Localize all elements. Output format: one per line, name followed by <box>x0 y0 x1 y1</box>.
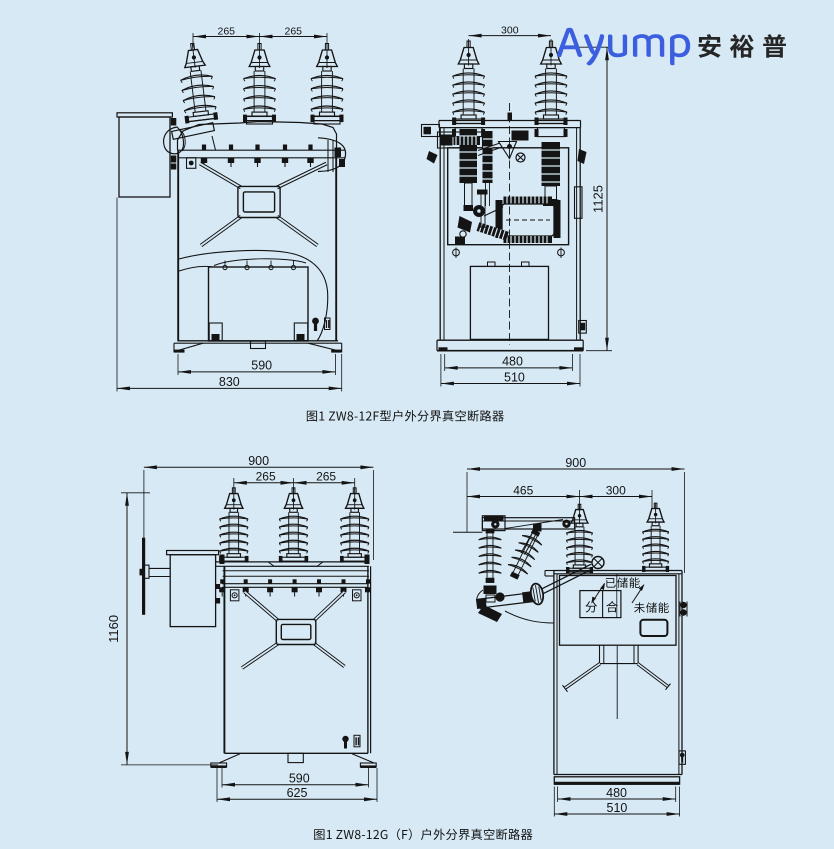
svg-text:265: 265 <box>316 470 336 484</box>
svg-text:265: 265 <box>284 25 302 37</box>
svg-text:625: 625 <box>287 786 308 800</box>
svg-text:510: 510 <box>607 801 628 815</box>
svg-text:465: 465 <box>513 483 533 497</box>
svg-text:265: 265 <box>256 470 276 484</box>
svg-text:300: 300 <box>606 483 626 497</box>
svg-text:510: 510 <box>504 370 525 384</box>
svg-text:900: 900 <box>248 454 269 468</box>
svg-text:900: 900 <box>565 456 586 470</box>
svg-text:590: 590 <box>251 359 272 373</box>
svg-text:1125: 1125 <box>590 185 605 213</box>
svg-text:480: 480 <box>502 355 523 369</box>
svg-text:480: 480 <box>606 786 627 800</box>
svg-text:1160: 1160 <box>106 615 121 643</box>
svg-text:590: 590 <box>289 772 310 786</box>
svg-text:830: 830 <box>219 375 240 389</box>
svg-text:265: 265 <box>217 25 235 37</box>
svg-text:300: 300 <box>501 24 519 36</box>
